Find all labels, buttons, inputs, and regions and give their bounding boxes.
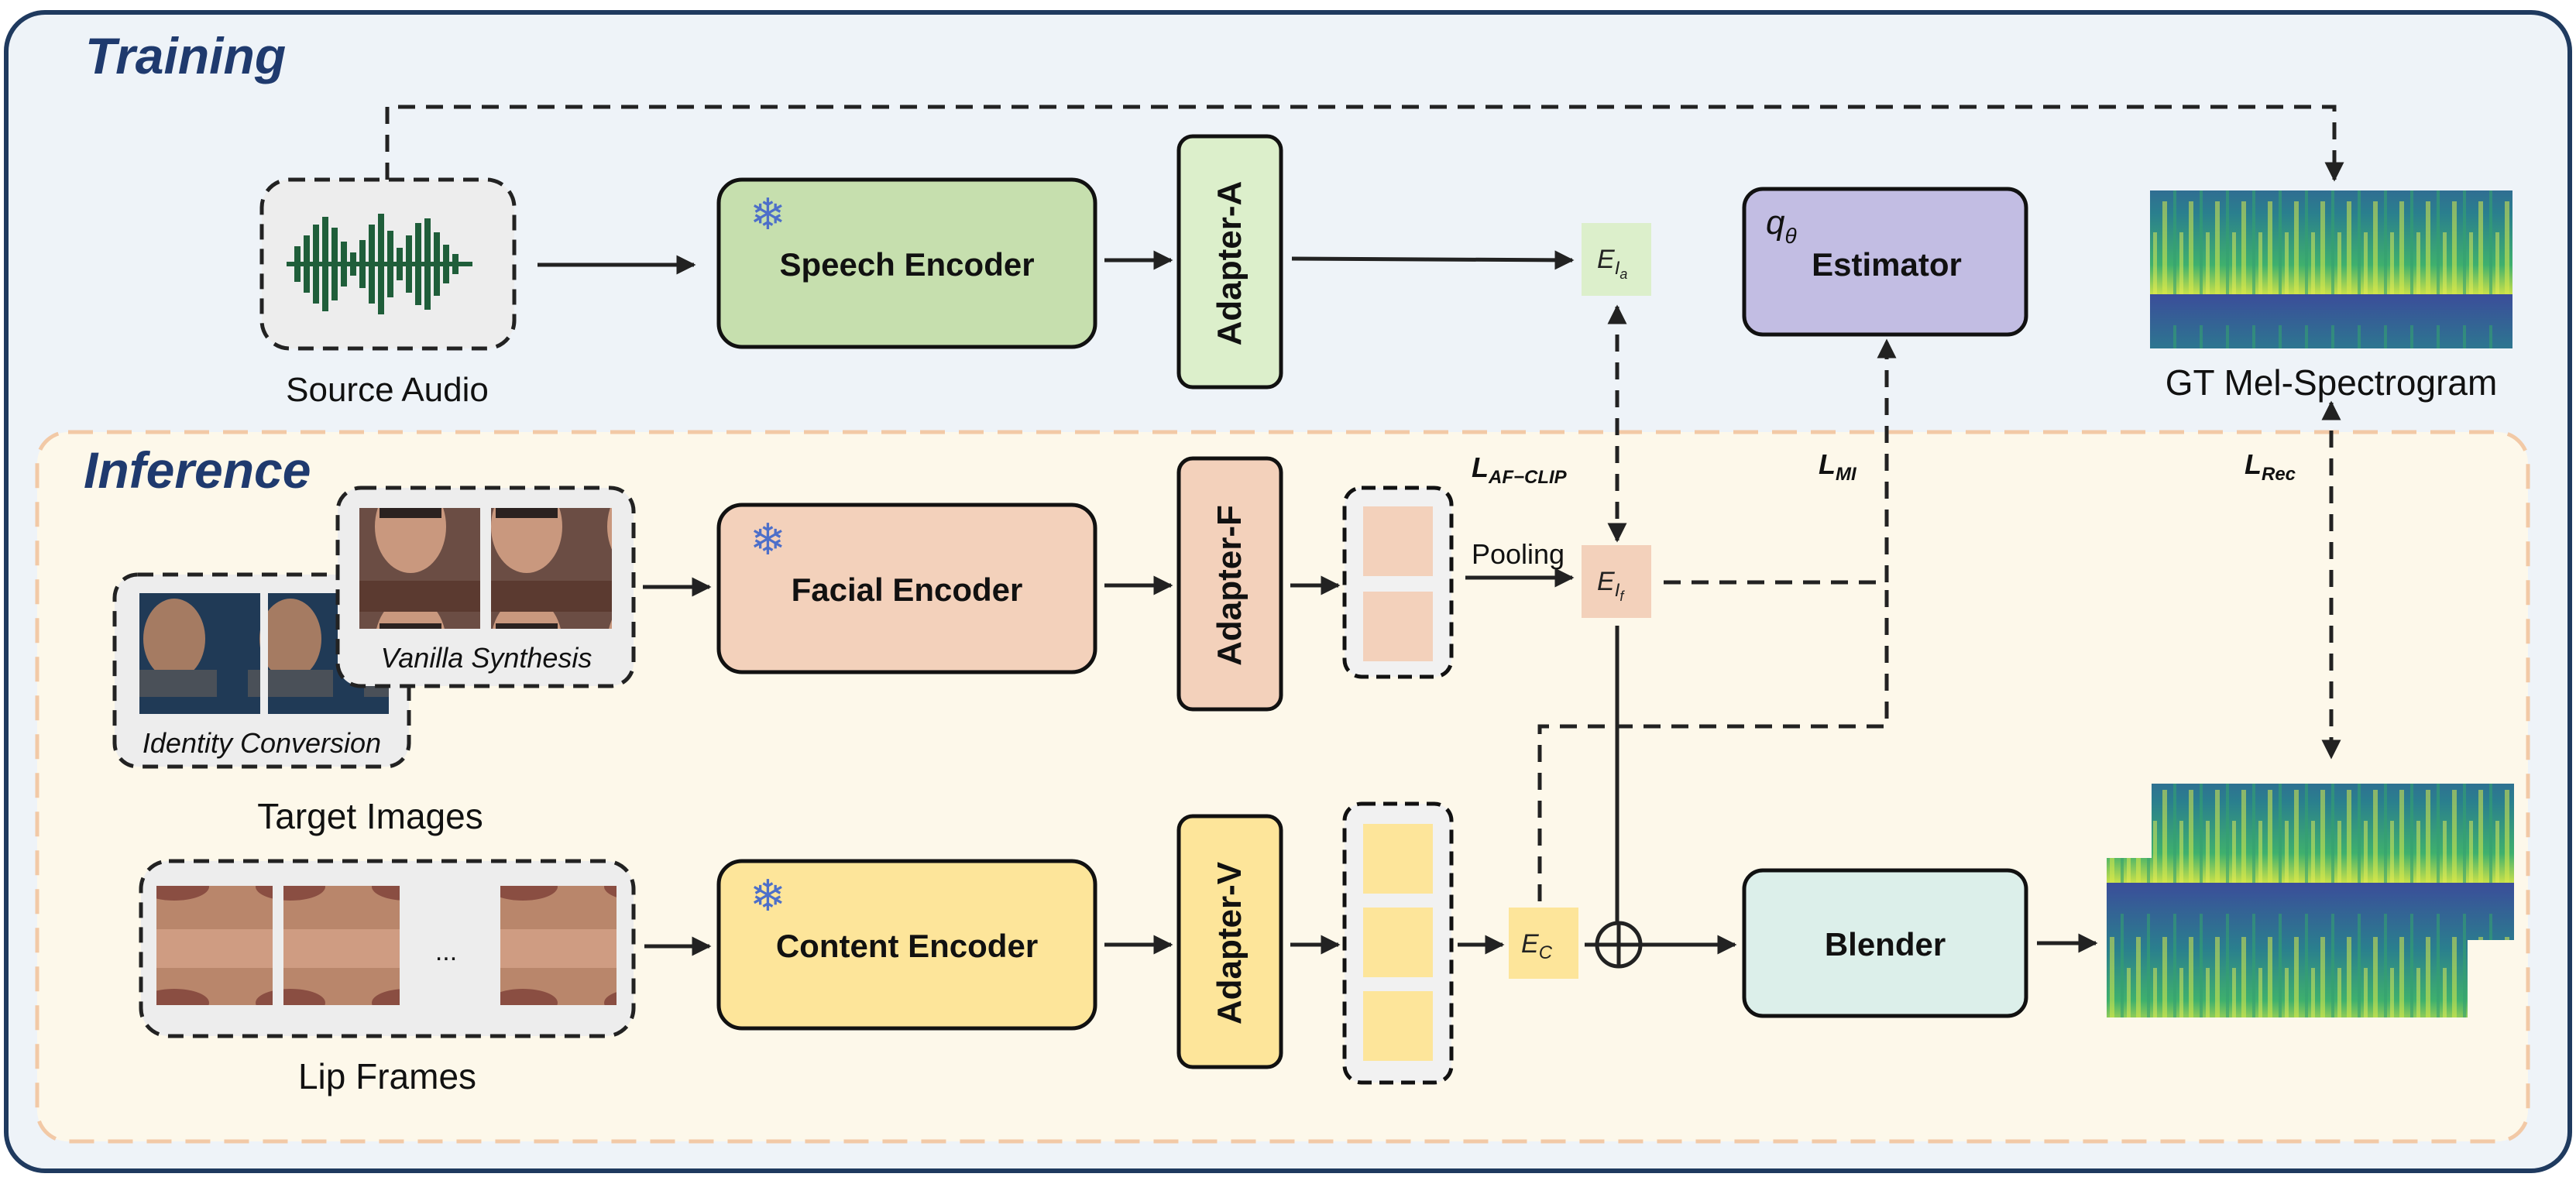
- lip-frame-1: [156, 886, 273, 1005]
- source-audio-label: Source Audio: [286, 371, 489, 409]
- snowflake-icon: ❄: [750, 190, 786, 238]
- lip-frame-3: [500, 886, 617, 1005]
- content-token-2: [1363, 908, 1433, 977]
- e-ia-label: EIa: [1597, 245, 1627, 282]
- adapter-v-label: Adapter-V: [1211, 861, 1249, 1024]
- output-mel-front: [2107, 858, 2468, 1017]
- adapter-f-box: [1176, 456, 1283, 712]
- dashed-arrows: [385, 105, 2344, 901]
- sum-junction-icon: [1595, 921, 1643, 969]
- content-token-1: [1363, 824, 1433, 894]
- e-c-box: [1509, 908, 1578, 979]
- facial-token-1: [1363, 506, 1433, 576]
- facial-encoder-label: Facial Encoder: [792, 571, 1023, 608]
- content-encoder-label: Content Encoder: [776, 928, 1038, 964]
- loss-mi: LMI: [1819, 448, 1857, 485]
- content-encoder-box: [716, 859, 1097, 1031]
- facial-token-2: [1363, 592, 1433, 661]
- e-ia-box: [1582, 223, 1651, 296]
- estimator-box: [1742, 187, 2028, 337]
- lip-frame-2: [283, 886, 400, 1005]
- identity-face-1: [139, 593, 260, 714]
- loss-rec: LRec: [2245, 448, 2296, 485]
- vanilla-synthesis-label: Vanilla Synthesis: [381, 642, 592, 674]
- adapter-a-box: [1176, 134, 1283, 389]
- lip-frames-label: Lip Frames: [298, 1056, 476, 1096]
- adapter-f-label: Adapter-F: [1211, 505, 1249, 666]
- vanilla-face-2: [491, 508, 612, 629]
- e-if-box: [1582, 545, 1651, 618]
- target-images-label: Target Images: [257, 796, 483, 836]
- identity-conversion-label: Identity Conversion: [143, 727, 381, 759]
- content-token-3: [1363, 991, 1433, 1061]
- lip-ellipsis: ...: [435, 937, 457, 966]
- training-title: Training: [85, 27, 286, 84]
- adapter-a-label: Adapter-A: [1211, 181, 1249, 346]
- blender-label: Blender: [1825, 926, 1946, 963]
- pooling-label: Pooling: [1472, 538, 1564, 570]
- estimator-symbol: qθ: [1766, 204, 1797, 248]
- loss-af-clip: LAF−CLIP: [1472, 451, 1568, 488]
- snowflake-icon: ❄: [750, 871, 786, 920]
- vanilla-face-1: [359, 508, 480, 629]
- solid-arrows: [538, 250, 2098, 956]
- estimator-label: Estimator: [1812, 246, 1962, 283]
- inference-title: Inference: [84, 441, 311, 499]
- speech-encoder-label: Speech Encoder: [779, 246, 1034, 283]
- speech-encoder-box: [716, 177, 1097, 349]
- snowflake-icon: ❄: [750, 515, 786, 564]
- facial-encoder-box: [716, 503, 1097, 674]
- e-c-label: EC: [1521, 929, 1553, 963]
- waveform-icon: [287, 214, 472, 314]
- e-if-label: EIf: [1597, 567, 1625, 604]
- adapter-v-box: [1176, 814, 1283, 1069]
- blender-box: [1742, 868, 2028, 1018]
- gt-mel-spectrogram-image: [2150, 190, 2512, 348]
- gt-mel-label: GT Mel-Spectrogram: [2166, 362, 2498, 403]
